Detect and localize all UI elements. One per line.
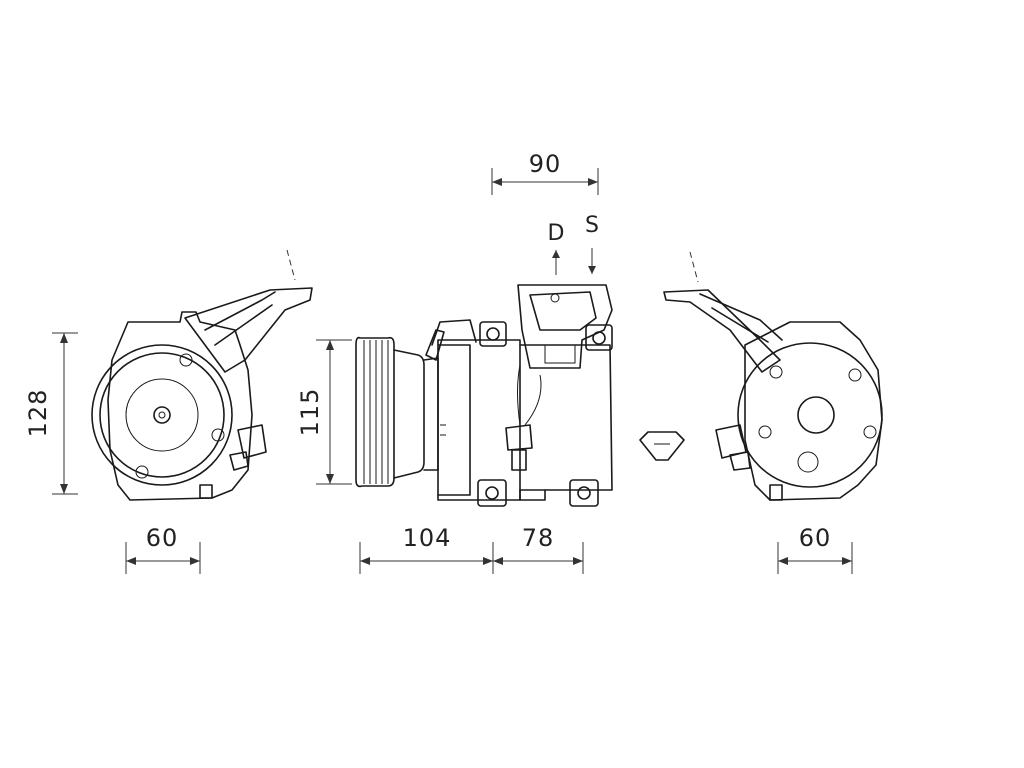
dimension-top-width: 90	[491, 150, 599, 195]
dimension-left-height: 128	[24, 332, 78, 495]
dimension-label-90: 90	[529, 150, 562, 178]
center-view	[355, 284, 613, 507]
dimension-label-128: 128	[24, 389, 52, 438]
dimension-label-104: 104	[403, 524, 452, 552]
right-view	[663, 251, 883, 501]
port-label-suction: S	[585, 213, 599, 238]
dimension-right-width: 60	[777, 524, 853, 574]
dimension-label-115: 115	[296, 388, 324, 437]
dimension-label-78: 78	[522, 524, 555, 552]
port-labels: D S	[548, 213, 599, 275]
dimension-center-height: 115	[296, 339, 352, 485]
port-label-discharge: D	[548, 221, 565, 246]
cover-part	[639, 431, 685, 461]
left-view	[91, 249, 313, 501]
dimension-label-60-left: 60	[146, 524, 179, 552]
dimension-center-width: 104 78	[359, 524, 584, 574]
dimension-left-width: 60	[125, 524, 201, 574]
dimension-label-60-right: 60	[799, 524, 832, 552]
